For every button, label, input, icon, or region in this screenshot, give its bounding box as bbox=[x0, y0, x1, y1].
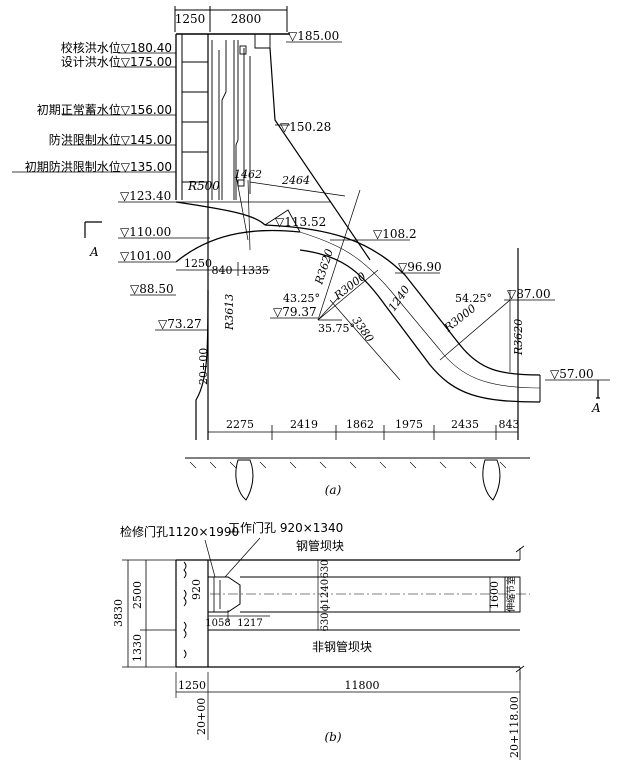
label-maint-gate: 检修门孔1120×1990 bbox=[120, 524, 239, 539]
el-96: ▽96.90 bbox=[398, 260, 442, 274]
dim-1058: 1058 bbox=[205, 618, 230, 629]
dim-630-a: 630 bbox=[320, 559, 331, 578]
bottom-dim-3: 1862 bbox=[346, 418, 374, 431]
left-dim-3830: 3830 bbox=[112, 599, 125, 627]
left-dim-2500: 2500 bbox=[131, 581, 144, 609]
section-mark-a-right: A bbox=[591, 401, 601, 415]
dim-920: 920 bbox=[190, 579, 203, 600]
bottom-dim-1250: 1250 bbox=[178, 679, 206, 692]
label-steel-block: 钢管坝块 bbox=[296, 538, 344, 553]
bottom-dim-5: 2435 bbox=[451, 418, 479, 431]
section-mark-a-left: A bbox=[89, 245, 99, 259]
radius-r500: R500 bbox=[187, 179, 220, 193]
bottom-dim-4: 1975 bbox=[395, 418, 423, 431]
el-88: ▽88.50 bbox=[130, 282, 174, 296]
station-right: 20+118.00 bbox=[508, 696, 521, 758]
dim-1600: 1600 bbox=[488, 581, 501, 609]
dim-1240: 1240 bbox=[386, 283, 413, 313]
mid-dim-1250: 1250 bbox=[184, 257, 212, 270]
label-joint-room: 伸缩节室 bbox=[505, 576, 517, 612]
water-level-flood-limit: 防洪限制水位▽145.00 bbox=[49, 132, 172, 147]
water-level-check: 校核洪水位▽180.40 bbox=[61, 40, 172, 55]
elevation-view: 1250 2800 ▽185.00 ▽150.28 bbox=[12, 6, 610, 501]
caption-b: (b) bbox=[324, 730, 341, 744]
label-non-steel-block: 非钢管坝块 bbox=[312, 639, 372, 654]
el-110: ▽110.00 bbox=[120, 225, 171, 239]
el-123: ▽123.40 bbox=[120, 189, 171, 203]
el-101: ▽101.00 bbox=[120, 249, 171, 263]
top-dim-1: 1250 bbox=[175, 12, 206, 26]
mid-dim-1335: 1335 bbox=[241, 264, 269, 277]
bottom-dim-11800: 11800 bbox=[345, 679, 380, 692]
dim-1462: 1462 bbox=[234, 168, 262, 181]
radius-r3000-b: R3000 bbox=[441, 302, 478, 335]
el-79: ▽79.37 bbox=[273, 305, 317, 319]
station-left: 20+00 bbox=[195, 698, 208, 735]
radius-r3613: R3613 bbox=[223, 294, 236, 331]
bottom-dim-2: 2419 bbox=[290, 418, 318, 431]
dim-2464: 2464 bbox=[281, 174, 310, 187]
dim-1240: ϕ1240 bbox=[320, 579, 331, 611]
el-57: ▽57.00 bbox=[550, 367, 594, 381]
el-113: ▽113.52 bbox=[275, 215, 326, 229]
radius-r3000-a: R3000 bbox=[331, 270, 368, 303]
el-73: ▽73.27 bbox=[158, 317, 202, 331]
mid-dim-840: 840 bbox=[212, 264, 233, 277]
bottom-dim-6: 843 bbox=[499, 418, 520, 431]
el-150: ▽150.28 bbox=[280, 120, 331, 134]
angle-35: 35.75° bbox=[318, 322, 355, 335]
left-dim-1330: 1330 bbox=[131, 634, 144, 662]
dim-1217: 1217 bbox=[237, 618, 262, 629]
angle-54: 54.25° bbox=[455, 292, 492, 305]
dim-630-b: 630 bbox=[320, 612, 331, 631]
water-level-design: 设计洪水位▽175.00 bbox=[61, 54, 172, 69]
angle-43: 43.25° bbox=[283, 292, 320, 305]
crest-level: ▽185.00 bbox=[288, 29, 339, 43]
water-level-initial-flood-limit: 初期防洪限制水位▽135.00 bbox=[25, 159, 172, 174]
plan-view: 检修门孔1120×1990 工作门孔 920×1340 钢管坝块 非钢管坝块 9… bbox=[112, 520, 530, 760]
el-108: ▽108.2 bbox=[373, 227, 417, 241]
caption-a: (a) bbox=[325, 483, 342, 497]
station-20-00: 20+00 bbox=[197, 348, 210, 385]
el-87: ▽87.00 bbox=[507, 287, 551, 301]
label-work-gate: 工作门孔 920×1340 bbox=[228, 520, 343, 535]
top-dim-2: 2800 bbox=[231, 12, 262, 26]
bottom-dim-1: 2275 bbox=[226, 418, 254, 431]
water-level-normal: 初期正常蓄水位▽156.00 bbox=[37, 102, 172, 117]
